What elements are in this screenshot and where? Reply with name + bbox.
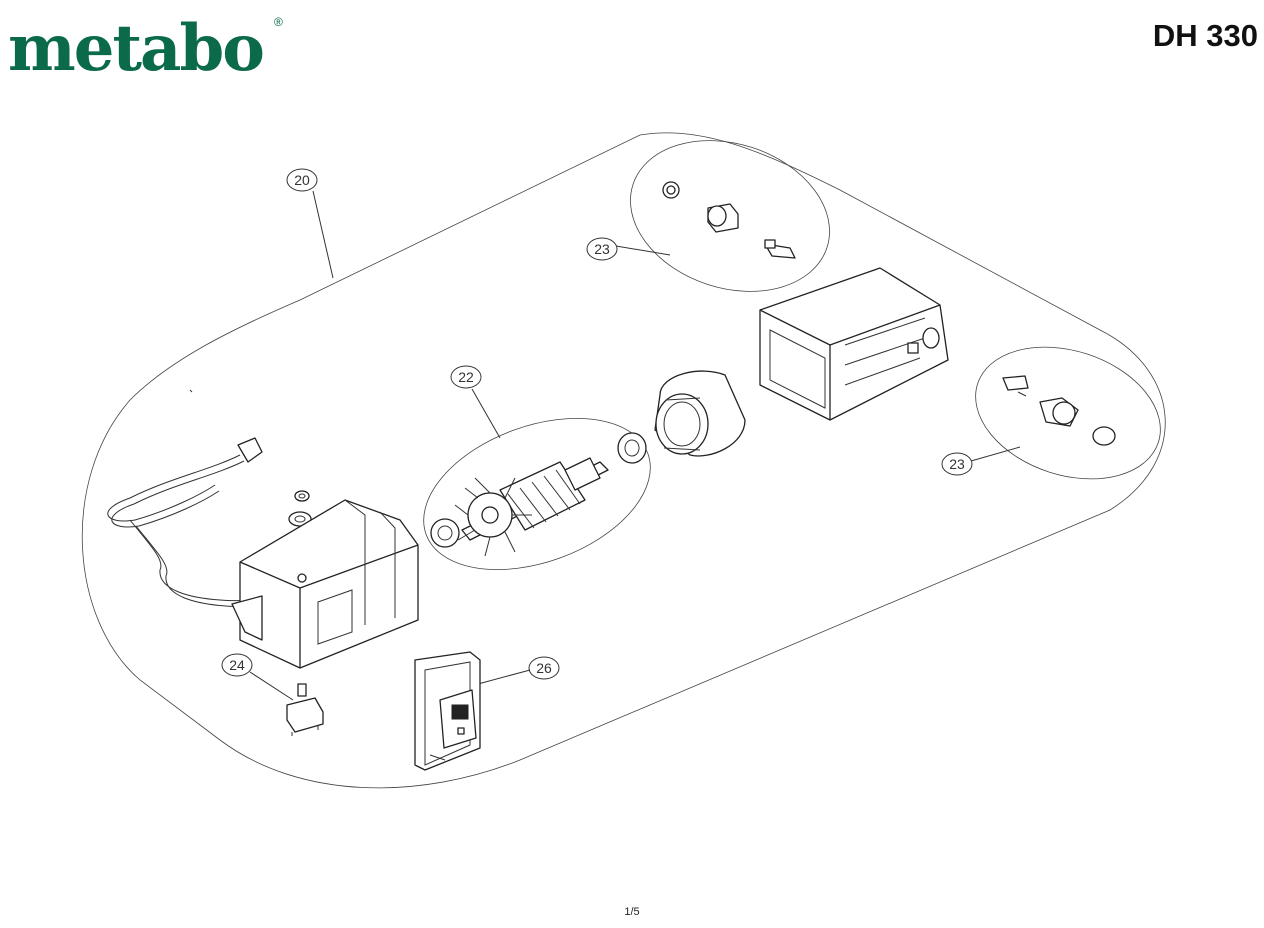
svg-text:20: 20 bbox=[294, 172, 310, 188]
main-switch bbox=[414, 651, 481, 771]
callout-23-right: 23 bbox=[941, 452, 973, 476]
group-outline-23-right bbox=[975, 346, 1161, 480]
group-outline-22 bbox=[423, 418, 651, 570]
fan-blades bbox=[454, 477, 532, 557]
group-outline-20 bbox=[81, 132, 1166, 789]
callout-23-top: 23 bbox=[586, 237, 618, 261]
brush-cap-top bbox=[662, 181, 680, 199]
svg-text:23: 23 bbox=[594, 241, 610, 257]
callout-26: 26 bbox=[528, 656, 560, 680]
small-switch bbox=[286, 683, 324, 736]
brush-holder-top bbox=[707, 203, 739, 233]
washer-small bbox=[294, 490, 310, 502]
svg-text:26: 26 bbox=[536, 660, 552, 676]
carbon-brush-top bbox=[764, 239, 796, 259]
logo-wordmark: metabo bbox=[8, 11, 263, 80]
callout-22: 22 bbox=[450, 365, 482, 389]
svg-text:23: 23 bbox=[949, 456, 965, 472]
model-number: DH 330 bbox=[1152, 18, 1258, 53]
carbon-brush-right bbox=[1002, 375, 1029, 397]
page-number: 1/5 bbox=[624, 906, 640, 918]
stator bbox=[654, 370, 746, 457]
svg-text:24: 24 bbox=[229, 657, 245, 673]
group-outline-23-top bbox=[630, 140, 830, 292]
brush-holder-right bbox=[1039, 397, 1079, 427]
motor-housing bbox=[759, 267, 949, 421]
brush-cap-right bbox=[1092, 426, 1116, 446]
registered-mark: ® bbox=[274, 15, 283, 29]
callout-24: 24 bbox=[221, 653, 253, 677]
callout-20: 20 bbox=[286, 168, 318, 192]
armature bbox=[430, 432, 647, 557]
svg-text:22: 22 bbox=[458, 369, 474, 385]
end-cover bbox=[231, 499, 419, 669]
metabo-logo: metabo ® bbox=[8, 11, 283, 80]
